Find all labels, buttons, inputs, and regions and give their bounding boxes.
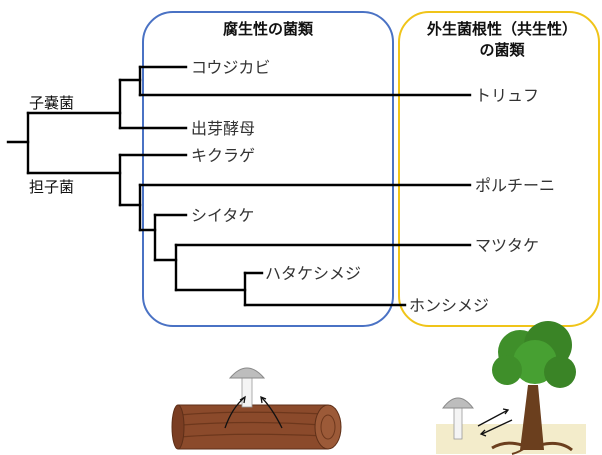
phylogenetic-tree	[6, 65, 472, 307]
taxon-label-bunashimeji: ハタケシメジ	[265, 264, 361, 283]
saprophytic-header: 腐生性の菌類	[223, 20, 314, 38]
taxon-label-wood_ear: キクラゲ	[191, 146, 255, 165]
taxon-label-yeast: 出芽酵母	[191, 119, 255, 138]
ectomycorrhizal-header-line2: の菌類	[479, 41, 525, 59]
saprophytic-group-box	[142, 11, 394, 327]
taxon-label-porcini: ポルチーニ	[475, 176, 555, 195]
log-with-mushroom-icon	[171, 367, 342, 450]
ectomycorrhizal-group-box	[398, 11, 600, 327]
clade-label-ascomycota: 子嚢菌	[29, 94, 74, 112]
tree-with-mushroom-icon	[436, 321, 586, 455]
taxon-labels: コウジカビトリュフ出芽酵母キクラゲポルチーニシイタケマツタケハタケシメジホンシメ…	[191, 58, 555, 315]
taxon-label-aspergillus: コウジカビ	[191, 58, 270, 77]
taxon-label-shiitake: シイタケ	[191, 206, 254, 225]
ectomycorrhizal-header-line1: 外生菌根性（共生性）	[426, 20, 577, 38]
clade-label-basidiomycota: 担子菌	[29, 178, 74, 196]
taxon-label-matsutake: マツタケ	[475, 236, 539, 255]
taxon-label-truffle: トリュフ	[475, 86, 539, 105]
taxon-label-honshimeji: ホンシメジ	[409, 296, 489, 315]
